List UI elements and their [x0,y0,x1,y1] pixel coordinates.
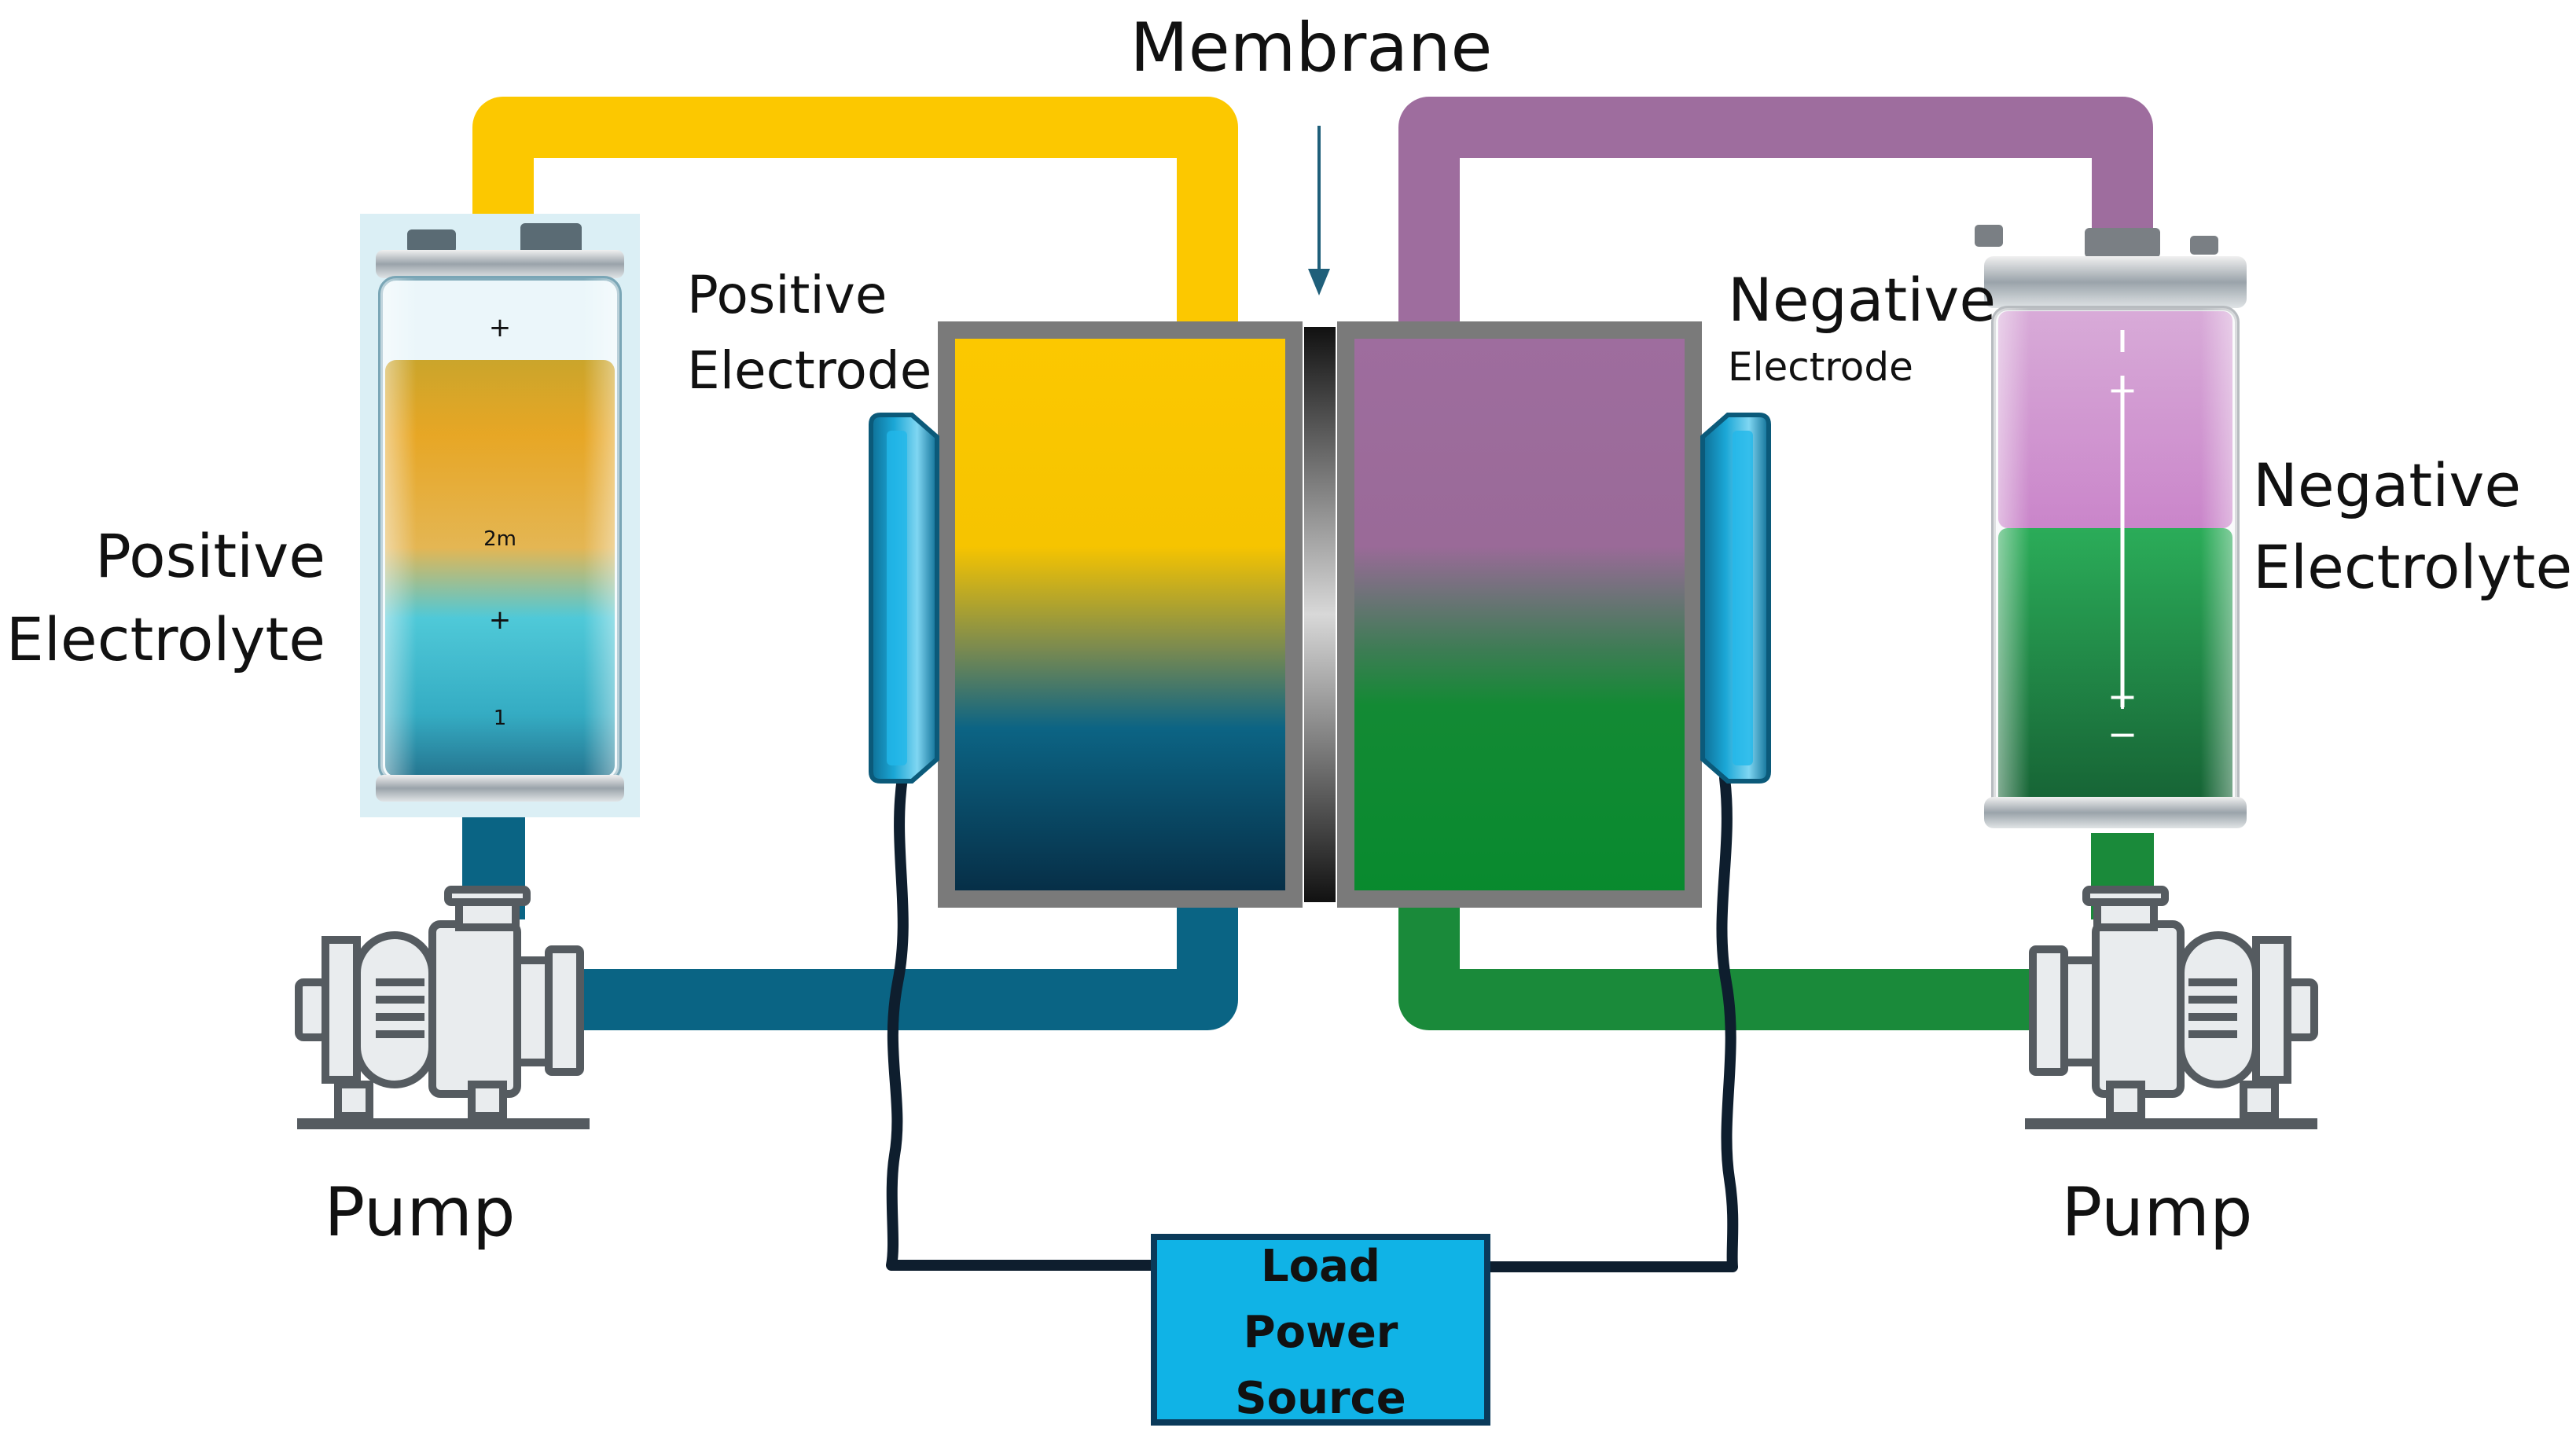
pipe-positive-top [472,97,1238,330]
membrane [1304,327,1336,902]
pipes [462,97,2154,1030]
negative-electrolyte-label-line2: Electrolyte [2253,532,2572,602]
pipe-negative-return [1398,904,2044,1030]
load-label: Load [1261,1241,1380,1292]
positive-electrode [869,413,939,784]
tank-mark-plus: + [2107,369,2138,411]
electrodes [869,413,1771,784]
power-label: Power [1244,1307,1398,1358]
pump-right-label: Pump [2061,1173,2252,1252]
negative-electrode-label-line1: Negative [1728,265,1996,335]
wire-negative [1480,773,1739,1272]
membrane-label: Membrane [1130,9,1493,87]
wire-positive [886,773,1159,1271]
membrane-arrow [1308,126,1330,295]
positive-half-cell [938,321,1303,908]
pipe-positive-return [566,904,1238,1030]
circuit-wires [886,773,1739,1272]
negative-half-cell [1337,321,1702,908]
source-label: Source [1235,1373,1406,1424]
tank-mark-bottom: 1 [494,706,507,730]
positive-electrolyte-tank: + 2m + 1 [360,214,640,817]
negative-electrolyte-label-line1: Negative [2253,450,2521,520]
positive-electrode-label-line2: Electrode [687,340,932,401]
load-power-source: Load Power Source [1151,1234,1490,1426]
tank-mark-plus-lower: + [489,604,512,636]
negative-electrode [1700,413,1771,784]
tank-mark-minus: − [2107,713,2138,755]
tank-mark-plus: + [489,312,512,343]
tank-mark-plus-lower: + [2107,675,2138,718]
positive-electrode-label-line1: Positive [687,265,887,325]
pipe-negative-top [1398,97,2153,330]
positive-electrolyte-label-line1: Positive [95,521,325,591]
tank-mark-level: 2m [483,527,516,551]
pump-left-icon [295,886,590,1129]
pump-right-icon [2025,886,2318,1129]
cell [938,321,1702,908]
negative-electrode-label-line2: Electrode [1728,344,1913,390]
pump-left-label: Pump [324,1173,515,1252]
negative-electrolyte-tank: + + − [1975,225,2247,828]
positive-electrolyte-label-line2: Electrolyte [6,604,325,674]
labels: Membrane Positive Electrode Negative Ele… [6,9,2572,1252]
